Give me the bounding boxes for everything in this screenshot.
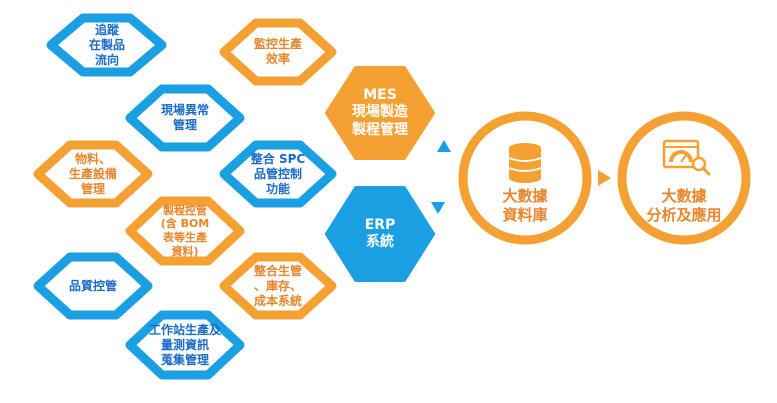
label-material: 物料、 生產設備 管理 <box>68 151 117 196</box>
label-analytics: 大數據 分析及應用 <box>646 187 722 224</box>
hex-material <box>33 140 153 208</box>
label-integrate: 整合生管 、庫存、 成本系統 <box>253 263 302 308</box>
hex-spc <box>219 140 337 208</box>
hex-erp <box>325 186 435 282</box>
label-trace: 追蹤 在製品 流向 <box>88 22 125 67</box>
circle-analytics <box>617 111 751 245</box>
hex-trace <box>46 13 167 77</box>
hex-process <box>125 196 245 266</box>
label-anomaly: 現場異常 管理 <box>160 103 209 132</box>
hex-workstation <box>125 310 245 380</box>
hex-monitor <box>219 18 337 86</box>
database-icon <box>508 143 542 183</box>
label-workstation: 工作站生產及 量測資訊 蒐集管理 <box>148 322 221 367</box>
arrow-up-to-mes <box>437 140 451 152</box>
hex-integrate <box>219 252 337 320</box>
hex-quality <box>33 252 153 320</box>
hex-anomaly <box>125 84 245 152</box>
label-process: 製程控管 (含 BOM 表等生產 資料) <box>160 203 210 258</box>
label-quality: 品質控管 <box>68 278 117 293</box>
arrow-right-to-analytics <box>598 170 611 186</box>
label-database: 大數據 資料庫 <box>502 187 548 224</box>
label-erp: ERP 系統 <box>364 216 396 251</box>
label-spc: 整合 SPC 品管控制 功能 <box>250 151 306 196</box>
dashboard-search-icon <box>662 139 711 176</box>
label-mes: MES 現場製造 製程管理 <box>352 86 408 138</box>
arrow-down-to-erp <box>431 202 445 214</box>
hex-mes <box>325 66 435 160</box>
label-monitor: 監控生產 效率 <box>253 37 302 66</box>
